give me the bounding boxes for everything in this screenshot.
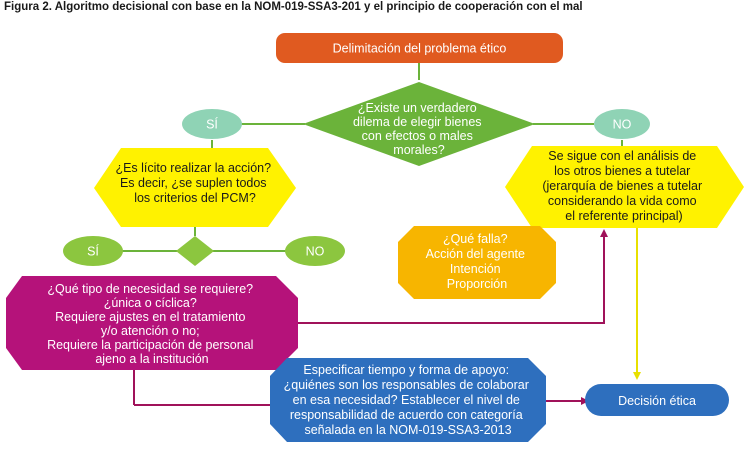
node-need-label: ¿Qué tipo de necesidad se requiere? ¿úni… — [47, 282, 257, 366]
node-dilemma-label: ¿Existe un verdadero dilema de elegir bi… — [353, 101, 485, 157]
node-start: Delimitación del problema ético — [276, 33, 563, 63]
node-licit: ¿Es lícito realizar la acción? Es decir,… — [94, 148, 296, 227]
figure-title: Figura 2. Algoritmo decisional con base … — [4, 1, 583, 13]
node-failure: ¿Qué falla? Acción del agente Intención … — [398, 226, 556, 299]
node-si-1: SÍ — [182, 109, 242, 139]
node-small-decision-diamond — [176, 236, 214, 266]
node-no-1: NO — [594, 109, 650, 139]
node-start-label: Delimitación del problema ético — [333, 42, 507, 56]
node-si-2-label: SÍ — [87, 244, 99, 259]
node-si-2: SÍ — [63, 236, 123, 266]
node-licit-label: ¿Es lícito realizar la acción? Es decir,… — [115, 161, 274, 205]
node-no-2-label: NO — [306, 245, 325, 259]
node-need: ¿Qué tipo de necesidad se requiere? ¿úni… — [6, 276, 298, 370]
node-si-1-label: SÍ — [206, 117, 218, 132]
node-support: Especificar tiempo y forma de apoyo: ¿qu… — [270, 358, 546, 442]
node-no-2: NO — [285, 236, 345, 266]
node-decision: Decisión ética — [585, 384, 729, 416]
node-analysis: Se sigue con el análisis de los otros bi… — [505, 146, 744, 228]
node-analysis-label: Se sigue con el análisis de los otros bi… — [542, 149, 705, 223]
node-decision-label: Decisión ética — [618, 394, 696, 408]
node-failure-label: ¿Qué falla? Acción del agente Intención … — [426, 232, 529, 291]
node-support-label: Especificar tiempo y forma de apoyo: ¿qu… — [284, 363, 533, 437]
node-dilemma: ¿Existe un verdadero dilema de elegir bi… — [303, 82, 535, 166]
connector-need-to-analysis — [298, 229, 608, 324]
node-no-1-label: NO — [613, 118, 632, 132]
